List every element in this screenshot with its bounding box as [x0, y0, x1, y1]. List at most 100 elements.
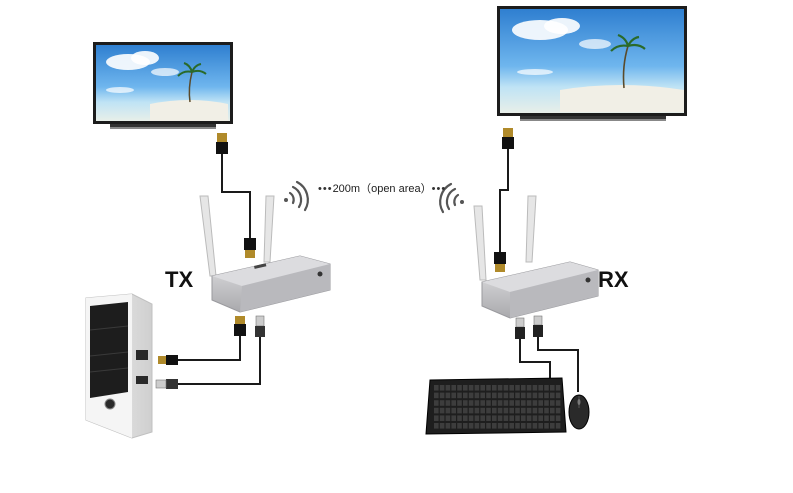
keyboard-key [497, 423, 503, 429]
keyboard-key [474, 423, 480, 429]
keyboard [425, 377, 567, 435]
keyboard-key [492, 415, 497, 421]
keyboard-key [521, 400, 526, 406]
keyboard-key [468, 400, 474, 406]
rx-label: RX [598, 267, 629, 292]
keyboard-key [457, 423, 462, 429]
keyboard-key [457, 392, 462, 399]
keyboard-key [521, 415, 526, 421]
keyboard-key [492, 407, 497, 414]
keyboard-key [451, 407, 456, 414]
keyboard-key [457, 400, 462, 406]
keyboard-key [521, 385, 526, 391]
keyboard-key [503, 407, 509, 414]
keyboard-key [457, 385, 462, 391]
keyboard-key [515, 385, 520, 391]
keyboard-key [480, 400, 485, 406]
wifi-rx-icon [439, 182, 464, 214]
keyboard-key [538, 415, 543, 421]
keyboard-key [515, 400, 520, 406]
keyboard-key [503, 415, 509, 421]
keyboard-key [555, 415, 561, 421]
keyboard-key [497, 407, 503, 414]
keyboard-key [451, 385, 456, 391]
keyboard-key [492, 392, 497, 399]
keyboard-key [509, 415, 514, 421]
keyboard-key [509, 400, 514, 406]
keyboard-key [555, 423, 561, 429]
keyboard-key [532, 392, 538, 399]
left-tv [93, 42, 233, 129]
keyboard-key [486, 400, 491, 406]
distance-label: •••200m（open area）••• [318, 180, 446, 196]
keyboard-key [544, 423, 549, 429]
keyboard-key [474, 415, 480, 421]
keyboard-key [544, 415, 549, 421]
keyboard-key [492, 400, 497, 406]
keyboard-key [445, 423, 451, 429]
keyboard-key [451, 423, 456, 429]
keyboard-key [544, 392, 549, 399]
keyboard-key [463, 407, 468, 414]
keyboard-key [538, 392, 543, 399]
keyboard-key [515, 423, 520, 429]
keyboard-key [445, 400, 451, 406]
keyboard-key [538, 385, 543, 391]
keyboard-key [463, 400, 468, 406]
keyboard-key [480, 423, 485, 429]
mouse [568, 394, 590, 430]
keyboard-key [457, 407, 462, 414]
keyboard-key [480, 385, 485, 391]
rx-usb-cables [515, 315, 579, 392]
keyboard-key [445, 385, 451, 391]
keyboard-key [550, 407, 555, 414]
keyboard-key [451, 392, 456, 399]
keyboard-key [439, 385, 445, 391]
keyboard-key [521, 423, 526, 429]
keyboard-key [439, 415, 445, 421]
keyboard-key [486, 385, 491, 391]
pc-tower [85, 293, 153, 439]
keyboard-key [544, 400, 549, 406]
keyboard-key [521, 392, 526, 399]
keyboard-key [509, 385, 514, 391]
keyboard-key [468, 415, 474, 421]
keyboard-key [555, 400, 561, 406]
keyboard-key [463, 415, 468, 421]
keyboard-key [474, 385, 480, 391]
keyboard-key [434, 415, 439, 421]
tx-pc-cables [155, 315, 265, 389]
keyboard-key [463, 385, 468, 391]
keyboard-key [538, 400, 543, 406]
distance-dots-right: ••• [431, 183, 447, 195]
keyboard-key [555, 392, 561, 399]
keyboard-key [544, 407, 549, 414]
keyboard-key [526, 415, 532, 421]
keyboard-key [468, 407, 474, 414]
keyboard-key [457, 415, 462, 421]
keyboard-key [439, 400, 445, 406]
keyboard-key [544, 385, 549, 391]
wifi-tx-icon [284, 180, 309, 212]
distance-dots-left: ••• [318, 183, 333, 195]
keyboard-key [532, 415, 538, 421]
keyboard-key [515, 415, 520, 421]
keyboard-key [468, 423, 474, 429]
keyboard-key [451, 400, 456, 406]
keyboard-key [555, 385, 561, 391]
keyboard-key [509, 423, 514, 429]
keyboard-key [463, 392, 468, 399]
keyboard-key [550, 392, 555, 399]
keyboard-key [486, 423, 491, 429]
keyboard-key [532, 400, 538, 406]
keyboard-key [486, 415, 491, 421]
keyboard-key [474, 392, 480, 399]
keyboard-key [445, 392, 451, 399]
keyboard-key [497, 385, 503, 391]
keyboard-key [439, 407, 445, 414]
keyboard-key [445, 407, 451, 414]
keyboard-key [480, 415, 485, 421]
keyboard-key [550, 415, 555, 421]
keyboard-key [532, 407, 538, 414]
